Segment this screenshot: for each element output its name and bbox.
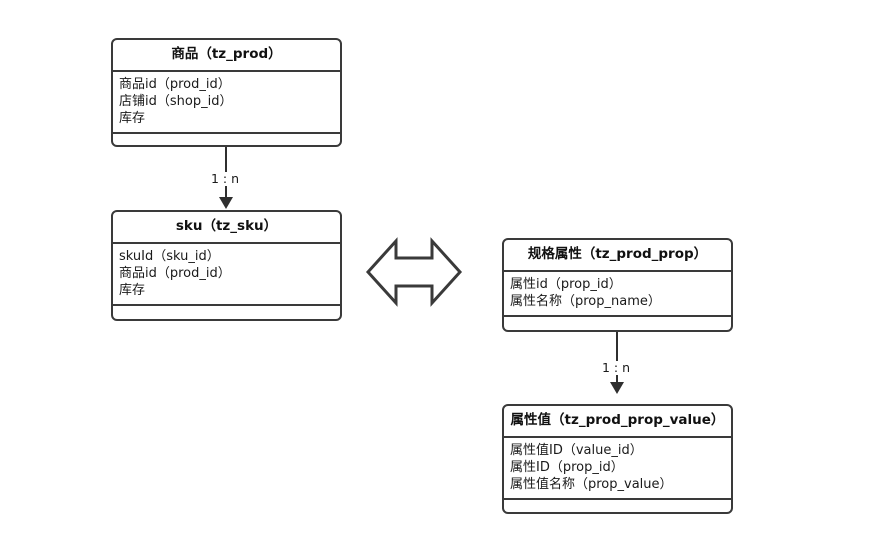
entity-field: skuId（sku_id） [119, 248, 220, 264]
entity-fields-tz-sku: skuId（sku_id） 商品id（prod_id） 库存 [113, 244, 340, 306]
connector-label-cardinality: 1 : n [600, 360, 633, 375]
entity-field: 属性id（prop_id） [510, 276, 622, 292]
entity-field: 属性值名称（prop_value） [510, 476, 673, 492]
entity-fields-tz-prod-prop-value: 属性值ID（value_id） 属性ID（prop_id） 属性值名称（prop… [504, 438, 731, 500]
arrow-down-icon [610, 382, 624, 394]
entity-title-tz-prod: 商品（tz_prod） [113, 40, 340, 72]
connector-label-cardinality: 1 : n [209, 171, 242, 186]
entity-field: 库存 [119, 282, 146, 298]
entity-box-tz-prod-prop-value[interactable]: 属性值（tz_prod_prop_value） 属性值ID（value_id） … [502, 404, 733, 514]
entity-methods-tz-sku [113, 306, 340, 320]
entity-field: 属性ID（prop_id） [510, 459, 624, 475]
entity-fields-tz-prod: 商品id（prod_id） 店铺id（shop_id） 库存 [113, 72, 340, 134]
entity-field: 店铺id（shop_id） [119, 93, 233, 109]
entity-methods-tz-prod-prop-value [504, 500, 731, 513]
entity-box-tz-sku[interactable]: sku（tz_sku） skuId（sku_id） 商品id（prod_id） … [111, 210, 342, 321]
entity-title-tz-sku: sku（tz_sku） [113, 212, 340, 244]
entity-title-tz-prod-prop-value: 属性值（tz_prod_prop_value） [504, 406, 731, 438]
entity-field: 库存 [119, 110, 146, 126]
connector-line [616, 332, 618, 384]
entity-box-tz-prod[interactable]: 商品（tz_prod） 商品id（prod_id） 店铺id（shop_id） … [111, 38, 342, 147]
entity-methods-tz-prod [113, 134, 340, 146]
entity-methods-tz-prod-prop [504, 317, 731, 331]
arrow-down-icon [219, 197, 233, 209]
entity-fields-tz-prod-prop: 属性id（prop_id） 属性名称（prop_name） [504, 272, 731, 317]
entity-field: 商品id（prod_id） [119, 76, 231, 92]
entity-title-tz-prod-prop: 规格属性（tz_prod_prop） [504, 240, 731, 272]
entity-field: 商品id（prod_id） [119, 265, 231, 281]
double-arrow-horizontal-icon [364, 233, 464, 311]
entity-field: 属性值ID（value_id） [510, 442, 643, 458]
entity-box-tz-prod-prop[interactable]: 规格属性（tz_prod_prop） 属性id（prop_id） 属性名称（pr… [502, 238, 733, 332]
entity-field: 属性名称（prop_name） [510, 293, 661, 309]
